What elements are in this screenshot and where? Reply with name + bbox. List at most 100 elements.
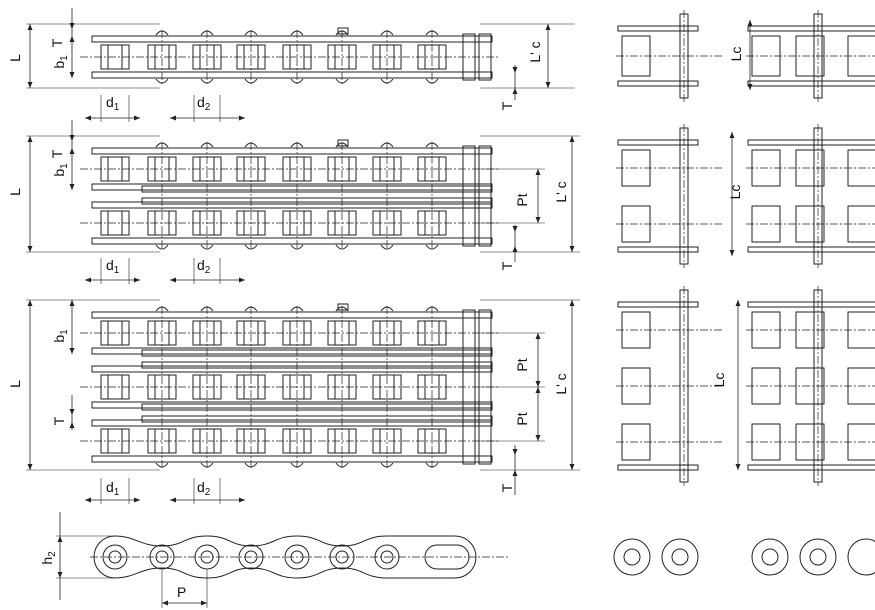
arr-T-d-b1 <box>512 226 518 232</box>
dim-L-triplex-arrow-top <box>27 300 33 306</box>
end-plate-top-e6 <box>747 301 875 308</box>
dim-Lc-simplex-side-arrow-bottom <box>747 84 753 90</box>
pin-head-bottom-s-6 <box>380 78 394 84</box>
dim-Pt-triplex-2-arrow-top <box>535 387 541 393</box>
pin-head-top-d-7 <box>425 142 439 148</box>
side-end-c-pin <box>761 548 779 566</box>
pin-head-top-t-6 <box>380 306 394 312</box>
side-end-d <box>799 538 837 576</box>
arr-T-t-t2 <box>69 422 75 428</box>
dim-P-arrow-left <box>162 600 168 606</box>
chain-plate-upper-t2 <box>91 365 493 373</box>
pin-head-bottom-s-4 <box>290 78 304 84</box>
pin-head-top-s-7 <box>425 30 439 36</box>
spring-clip-s <box>337 27 349 35</box>
pin-head-top-t-4 <box>290 306 304 312</box>
dim-d2-triplex-arrow-right <box>239 497 245 503</box>
label-T-duplex-bottom: T <box>499 261 515 270</box>
arr-T-t-b2 <box>512 470 518 476</box>
dim-L-triplex-arrow-bottom <box>27 464 33 470</box>
side-pin-2 <box>200 550 214 564</box>
end-plate-top-e1 <box>617 25 699 32</box>
dim-Lc-prime-triplex-arrow-top <box>569 300 575 306</box>
dim-Lc-duplex-side-arrow-top <box>729 132 735 138</box>
label-T-simplex-bottom: T <box>499 101 515 110</box>
dim-P-arrow-right <box>201 600 207 606</box>
dim-d2-duplex-arrow-left <box>170 277 176 283</box>
dim-L-simplex-arrow-top <box>27 24 33 30</box>
side-pin-3 <box>244 550 258 564</box>
side-pin-0 <box>108 550 122 564</box>
dim-L-duplex-arrow-bottom <box>27 246 33 252</box>
arr-T-d-t <box>69 135 75 141</box>
pin-head-top-s-2 <box>200 30 214 36</box>
side-roller-3 <box>238 544 264 570</box>
connecting-link-d <box>462 145 476 247</box>
chain-plate-upper-t1 <box>91 311 493 319</box>
dim-Pt-triplex-2-arrow-bottom <box>535 435 541 441</box>
label-T-simplex-top: T <box>49 38 65 47</box>
dim-b1-triplex-arrow-top <box>69 300 75 306</box>
side-view-labels: h2 P <box>39 551 186 600</box>
pin-head-top-t-3 <box>244 306 258 312</box>
pin-head-bottom-t-3 <box>244 462 258 468</box>
side-roller-1 <box>149 544 175 570</box>
dim-d1-duplex-arrow-left <box>85 277 91 283</box>
dim-d2-simplex-arrow-left <box>170 115 176 121</box>
mid-plate-triplex-a <box>141 349 493 357</box>
pin-head-bottom-d-3 <box>244 244 258 250</box>
pin-head-top-s-6 <box>380 30 394 36</box>
label-Pt-triplex-1: Pt <box>514 358 530 371</box>
side-pin-4 <box>290 550 304 564</box>
side-end-a <box>661 538 699 576</box>
dim-L-duplex-arrow-top <box>27 136 33 142</box>
dim-d1-simplex-arrow-left <box>85 115 91 121</box>
dim-d1-triplex-arrow-left <box>85 497 91 503</box>
end-plate-top-e3 <box>617 139 699 146</box>
roller-d2-6 <box>372 210 402 236</box>
end-plate-top-e2 <box>747 25 875 32</box>
label-Pt-duplex: Pt <box>514 193 530 206</box>
label-b1-triplex: b1 <box>51 329 70 343</box>
label-L-simplex: L <box>7 54 23 62</box>
pin-head-bottom-d-4 <box>290 244 304 250</box>
dim-b1-duplex-arrow-top <box>69 148 75 154</box>
pin-head-bottom-t-4 <box>290 462 304 468</box>
label-Lc-duplex-side: Lc <box>727 185 743 200</box>
dimension-lines <box>26 8 751 608</box>
label-b1-duplex: b1 <box>51 163 70 177</box>
pin-head-top-t-2 <box>200 306 214 312</box>
arr-T-t-b1 <box>512 449 518 455</box>
pin-head-top-d-1 <box>155 142 169 148</box>
chain-plate-lower-t3 <box>91 455 493 463</box>
dim-h2-arrow-top <box>57 536 63 542</box>
pin-head-top-d-6 <box>380 142 394 148</box>
dim-Lc-triplex-side-arrow-bottom <box>735 464 741 470</box>
label-d1-duplex: d1 <box>106 257 120 276</box>
side-end-d-pin <box>809 548 827 566</box>
pin-head-bottom-t-7 <box>425 462 439 468</box>
pin-head-top-s-4 <box>290 30 304 36</box>
side-roller-6 <box>374 544 400 570</box>
arr-T-s-t <box>69 23 75 29</box>
side-roller-2 <box>194 544 220 570</box>
label-L-duplex: L <box>7 188 23 196</box>
dim-h2-arrow-bottom <box>57 572 63 578</box>
end-plate-top-e4 <box>747 139 875 146</box>
arr-T-s-b1 <box>512 67 518 73</box>
label-T-triplex-top: T <box>51 416 67 425</box>
simplex-labels: L T b1 L' c T d1 d2 Lc <box>7 38 744 113</box>
side-end-b-pin <box>623 548 641 566</box>
chain-plate-upper-d1 <box>91 147 493 155</box>
dim-d2-simplex-arrow-right <box>239 115 245 121</box>
side-end-c <box>751 538 789 576</box>
arr-T-t-t1 <box>69 409 75 415</box>
end-plate-bottom-e4 <box>747 246 875 253</box>
dim-Lc-prime-duplex-arrow-top <box>569 136 575 142</box>
arr-T-s-b2 <box>512 88 518 94</box>
chain-plate-lower-s <box>91 71 493 79</box>
roller-t2-6 <box>372 374 402 400</box>
side-end-e <box>847 538 875 576</box>
dim-b1-triplex-arrow-bottom <box>69 348 75 354</box>
